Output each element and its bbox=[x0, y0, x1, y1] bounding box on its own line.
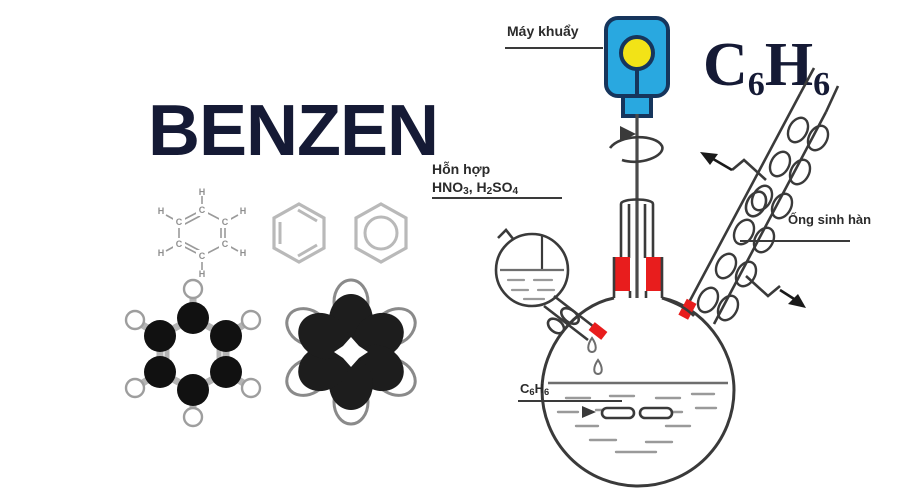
kekule-carbon-label: C bbox=[199, 205, 206, 215]
dropping-funnel bbox=[494, 228, 608, 342]
leader-line-mixture bbox=[432, 197, 562, 199]
benzene-formula-large: C6H6 bbox=[703, 34, 830, 116]
bulb-condenser bbox=[661, 67, 840, 325]
label-condenser: Ống sinh hàn bbox=[788, 212, 872, 227]
kekule-carbon-label: C bbox=[176, 239, 183, 249]
kekule-hydrogen-label: H bbox=[240, 248, 247, 258]
carbon-atom bbox=[144, 356, 176, 388]
ball-and-stick-model bbox=[122, 276, 264, 428]
orbital-model bbox=[276, 278, 426, 426]
h2so4-sub1: 2 bbox=[486, 186, 493, 198]
hydrogen-atom bbox=[124, 377, 146, 399]
hydrogen-atom bbox=[182, 406, 204, 428]
kekule-carbon-label: C bbox=[199, 251, 206, 261]
h2so4-sub2: 4 bbox=[512, 186, 519, 198]
kekule-hydrogen-label: H bbox=[158, 248, 165, 258]
label-stirrer: Máy khuẩy bbox=[507, 23, 579, 39]
carbon-atom bbox=[210, 356, 242, 388]
droplets bbox=[587, 336, 603, 376]
stirrer-motor bbox=[604, 16, 670, 118]
formula-c: C bbox=[703, 31, 748, 99]
label-acid-mixture-line2: HNO3, H2SO4 bbox=[432, 178, 518, 201]
h2so4-pre: , H bbox=[468, 179, 487, 195]
leader-line-stirrer bbox=[505, 47, 603, 49]
hno3-text: HNO bbox=[432, 179, 464, 195]
kekule-carbon-label: C bbox=[176, 217, 183, 227]
water-in-arrow bbox=[779, 288, 806, 308]
label-acid-mixture: Hỗn hợp HNO3, H2SO4 bbox=[432, 160, 518, 201]
ground-glass-joint bbox=[588, 322, 608, 340]
rotation-arrow bbox=[608, 126, 664, 164]
skeletal-ring-kekule bbox=[268, 200, 330, 268]
label-flask-benzene: C6H6 bbox=[520, 381, 549, 397]
label-acid-mixture-line1: Hỗn hợp bbox=[432, 161, 491, 177]
h2so4-mid: SO bbox=[492, 179, 513, 195]
skeletal-ring-aromatic bbox=[350, 200, 412, 268]
formula-c-sub: 6 bbox=[747, 66, 765, 104]
leader-line-condenser bbox=[740, 240, 850, 242]
hydrogen-atom bbox=[240, 377, 262, 399]
hydrogen-atom bbox=[240, 309, 262, 331]
flask-liquid bbox=[548, 381, 728, 454]
flask-c-sub: 6 bbox=[529, 387, 535, 398]
carbon-atom bbox=[177, 374, 209, 406]
kekule-hydrogen-label: H bbox=[240, 206, 247, 216]
carbon-atom bbox=[177, 302, 209, 334]
flask-neck bbox=[619, 198, 655, 260]
kekule-hydrogen-label: H bbox=[199, 269, 206, 279]
stirrer-paddle bbox=[600, 406, 674, 420]
kekule-carbon-label: C bbox=[222, 217, 229, 227]
leader-line-benzene bbox=[518, 400, 622, 402]
kekule-hydrogen-label: H bbox=[158, 206, 165, 216]
hno3-sub: 3 bbox=[463, 186, 469, 198]
kekule-carbon-label: C bbox=[222, 239, 229, 249]
water-out-arrow bbox=[700, 152, 733, 172]
kekule-structure: C C C C C C H H H H H H bbox=[146, 186, 258, 279]
kekule-hydrogen-label: H bbox=[199, 187, 206, 197]
carbon-atom bbox=[144, 320, 176, 352]
hydrogen-atom bbox=[182, 278, 204, 300]
page-title: BENZEN bbox=[148, 91, 439, 171]
ground-glass-joint bbox=[614, 257, 630, 291]
formula-h-sub: 6 bbox=[813, 66, 831, 104]
nitration-apparatus bbox=[470, 8, 890, 488]
hydrogen-atom bbox=[124, 309, 146, 331]
ground-glass-joint bbox=[646, 257, 662, 291]
flask-h-sub: 6 bbox=[543, 387, 550, 398]
flask-h: H bbox=[534, 381, 544, 396]
flask-c: C bbox=[520, 381, 530, 396]
carbon-atom bbox=[210, 320, 242, 352]
